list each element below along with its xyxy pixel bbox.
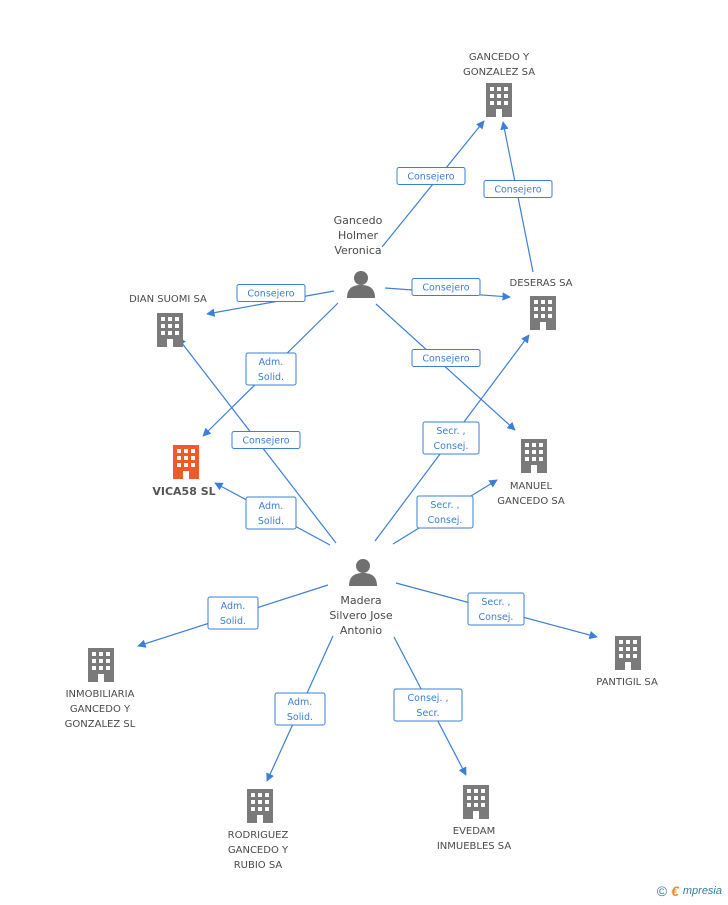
company-name-manuel-gancedo[interactable]: MANUEL GANCEDO SA (461, 479, 601, 509)
edge-label-text: Consej. , (408, 693, 449, 704)
node-label-line: Antonio (339, 624, 383, 637)
edge-label-text: Consejero (242, 436, 289, 447)
node-label-line: VICA58 SL (152, 485, 216, 498)
edge-label-text: Solid. (258, 516, 284, 527)
building-icon[interactable] (486, 83, 512, 117)
edge-label: Adm. Solid. (245, 496, 297, 530)
edge-label: Consejero (411, 349, 481, 367)
edge-label-text: Adm. (259, 357, 284, 368)
edge-label: Adm. Solid. (274, 692, 326, 726)
footer-brand: © €mpresia (657, 883, 722, 899)
node-label-line: GANCEDO SA (497, 496, 565, 507)
company-name-vica58[interactable]: VICA58 SL (114, 484, 254, 499)
edge-label-text: Secr. , (481, 597, 510, 608)
edge-label-text: Adm. (221, 601, 246, 612)
node-label-line: GANCEDO Y (227, 845, 289, 856)
building-icon[interactable] (615, 636, 641, 670)
node-label-line: DIAN SUOMI SA (129, 294, 207, 305)
edge-label-text: Consej. (479, 612, 514, 623)
node-label-line: Holmer (337, 229, 379, 242)
edge-label: Consejero (236, 284, 306, 302)
node-label-line: MANUEL (509, 481, 553, 492)
edge-label: Secr. , Consej. (416, 495, 474, 529)
edge-label-text: Consej. (434, 441, 469, 452)
node-label-line: Veronica (334, 244, 382, 257)
edge-label: Consejero (483, 180, 553, 198)
building-icon[interactable] (173, 445, 199, 479)
edge-label: Consejero (231, 431, 301, 449)
brand-name: mpresia (682, 885, 722, 897)
brand-logo-initial: € (671, 883, 679, 899)
company-name-evedam[interactable]: EVEDAM INMUEBLES SA (404, 824, 544, 854)
node-label-line: EVEDAM (452, 826, 496, 837)
company-name-dian-suomi[interactable]: DIAN SUOMI SA (98, 292, 238, 307)
edge-label: Consejero (411, 278, 481, 296)
building-icon[interactable] (88, 648, 114, 682)
edge-gancedo_holmer-to-dian_suomi (206, 290, 335, 317)
person-icon[interactable] (347, 271, 375, 298)
person-icon[interactable] (349, 559, 377, 586)
company-name-pantigil[interactable]: PANTIGIL SA (557, 675, 697, 690)
company-name-rodriguez[interactable]: RODRIGUEZ GANCEDO Y RUBIO SA (188, 828, 328, 873)
edge-label-text: Consejero (247, 289, 294, 300)
edge-label: Consejero (396, 167, 466, 185)
node-label-line: Gancedo (333, 214, 383, 227)
copyright-icon: © (656, 883, 668, 899)
edge-label-text: Secr. (416, 708, 439, 719)
company-name-gancedo-gonzalez[interactable]: GANCEDO Y GONZALEZ SA (429, 50, 569, 80)
node-label-line: GANCEDO Y (69, 704, 131, 715)
building-icon[interactable] (463, 785, 489, 819)
edge-label-text: Consejero (407, 172, 454, 183)
edge-label: Adm. Solid. (207, 596, 259, 630)
node-label-line: GONZALEZ SL (64, 719, 136, 730)
edge-label-text: Consej. (428, 515, 463, 526)
building-icon[interactable] (247, 789, 273, 823)
node-label-line: RUBIO SA (233, 860, 283, 871)
node-label-line: INMOBILIARIA (65, 689, 135, 700)
node-label-line: GANCEDO Y (468, 52, 530, 63)
company-name-deseras[interactable]: DESERAS SA (471, 276, 611, 291)
node-label-line: GONZALEZ SA (462, 67, 536, 78)
building-icon[interactable] (157, 313, 183, 347)
edge-label-text: Consejero (422, 283, 469, 294)
edge-label: Consej. , Secr. (393, 688, 463, 722)
edge-label-text: Consejero (422, 354, 469, 365)
building-icon[interactable] (530, 296, 556, 330)
building-icon[interactable] (521, 439, 547, 473)
edge-label: Secr. , Consej. (422, 421, 480, 455)
node-label-line: RODRIGUEZ (227, 830, 289, 841)
node-label-line: Madera (340, 594, 382, 607)
edge-label-text: Secr. , (430, 500, 459, 511)
edge-label: Secr. , Consej. (467, 592, 525, 626)
edge-label-text: Adm. (288, 697, 313, 708)
edge-label-text: Consejero (494, 185, 541, 196)
node-label-line: INMUEBLES SA (436, 841, 512, 852)
edge-label-text: Solid. (287, 712, 313, 723)
edge-label-text: Solid. (220, 616, 246, 627)
edge-label: Adm. Solid. (245, 352, 297, 386)
edge-label-text: Solid. (258, 372, 284, 383)
edge-label-text: Secr. , (436, 426, 465, 437)
company-name-inmobiliaria[interactable]: INMOBILIARIA GANCEDO Y GONZALEZ SL (30, 687, 170, 732)
edge-label-text: Adm. (259, 501, 284, 512)
node-label-line: Silvero Jose (329, 609, 393, 622)
node-label-line: DESERAS SA (509, 278, 573, 289)
node-label-line: PANTIGIL SA (596, 677, 658, 688)
